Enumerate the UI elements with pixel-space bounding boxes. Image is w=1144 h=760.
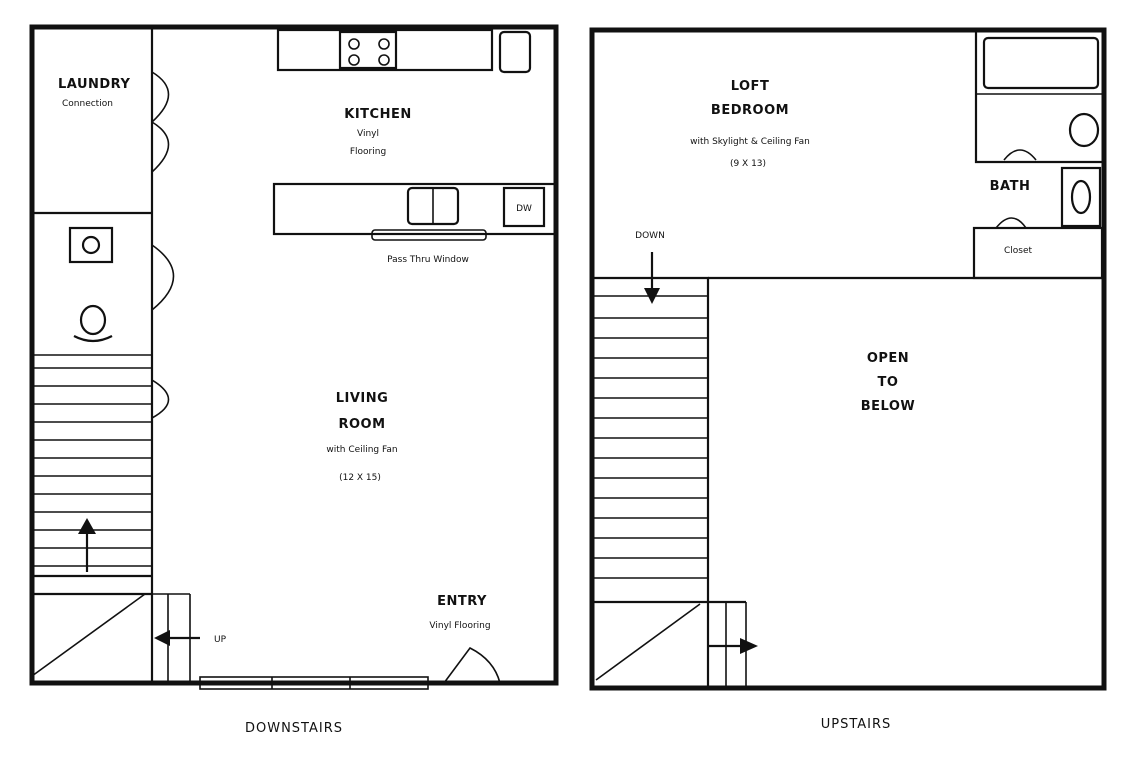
bath-wall (974, 32, 1102, 164)
up-label: UP (214, 635, 227, 645)
kitchen-label: KITCHEN (344, 107, 411, 122)
down-arrow-icon (644, 288, 660, 304)
downstairs-caption: DOWNSTAIRS (245, 721, 343, 736)
burner-icon (348, 38, 360, 50)
front-window (199, 676, 429, 690)
living-size: (12 X 15) (339, 473, 381, 483)
dishwasher-label: DW (516, 204, 532, 214)
bath-door-swing (1003, 149, 1037, 161)
entry-label: ENTRY (437, 594, 487, 609)
open-label-2: TO (878, 375, 899, 390)
upstairs-plan: LOFT BEDROOM with Skylight & Ceiling Fan… (589, 27, 1107, 732)
upstairs-stairs (594, 295, 747, 686)
upstairs-outer-wall (589, 27, 1107, 691)
down-label: DOWN (635, 231, 665, 241)
laundry-door-swing-2 (151, 121, 170, 173)
open-label-3: BELOW (861, 399, 916, 414)
burner-icon (348, 54, 360, 66)
loft-note: with Skylight & Ceiling Fan (690, 137, 810, 147)
vanity (1060, 166, 1102, 228)
kitchen-top-counter (276, 28, 494, 72)
closet-box (972, 226, 1104, 280)
water-heater (79, 304, 107, 336)
closet-door-swing (151, 244, 175, 311)
range (338, 30, 398, 70)
laundry-label: LAUNDRY (58, 77, 130, 92)
loft-label-1: LOFT (731, 79, 770, 94)
washer (68, 226, 114, 264)
burner-icon (378, 38, 390, 50)
closet-door-swing-2 (151, 379, 170, 419)
water-heater-base (73, 335, 113, 343)
laundry-note: Connection (62, 99, 113, 109)
dishwasher (502, 186, 546, 228)
open-label-1: OPEN (867, 351, 909, 366)
closet-door-swing (995, 217, 1027, 229)
toilet (1068, 112, 1100, 148)
kitchen-island-counter (272, 182, 558, 236)
pass-window-label: Pass Thru Window (387, 255, 469, 265)
burner-icon (378, 54, 390, 66)
laundry-door-swing-1 (151, 71, 170, 123)
living-label-2: ROOM (338, 417, 385, 432)
living-note: with Ceiling Fan (326, 445, 397, 455)
bath-label: BATH (990, 179, 1031, 194)
closet-label: Closet (1004, 246, 1033, 256)
downstairs-plan: LAUNDRY Connection KITCHEN Vinyl Floorin… (29, 24, 559, 736)
loft-size: (9 X 13) (730, 159, 766, 169)
bath-sink (1070, 179, 1092, 215)
upstairs-caption: UPSTAIRS (821, 717, 892, 732)
kitchen-note-2: Flooring (350, 147, 386, 157)
loft-railing (594, 276, 710, 686)
landing-arrow-icon (740, 638, 758, 654)
living-label-1: LIVING (336, 391, 389, 406)
up-arrow-icon (154, 630, 170, 646)
entry-note: Vinyl Flooring (429, 621, 490, 631)
stairs-up-arrow-icon (78, 518, 96, 534)
refrigerator (498, 30, 532, 74)
pass-thru-window (371, 229, 487, 241)
washer-drum (81, 235, 101, 255)
kitchen-note-1: Vinyl (357, 129, 379, 139)
entry-door-swing (443, 646, 501, 684)
bathtub (982, 36, 1100, 90)
loft-label-2: BEDROOM (711, 103, 789, 118)
